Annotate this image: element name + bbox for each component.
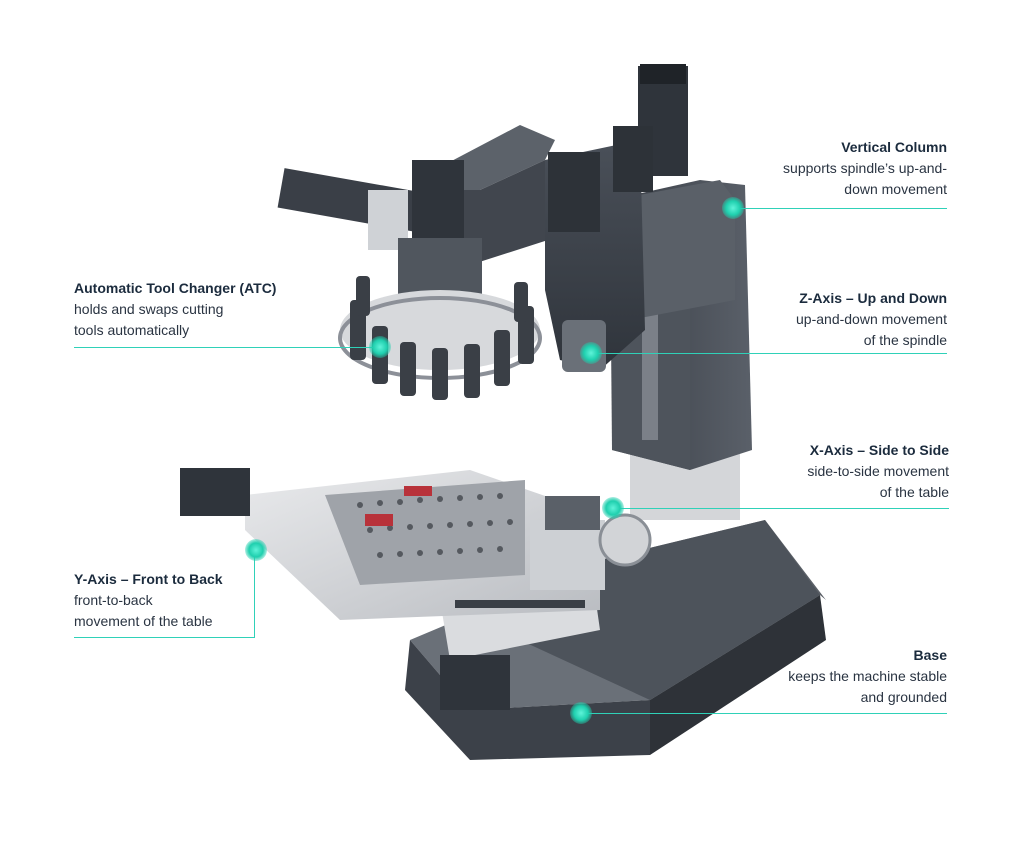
rotary-disc xyxy=(598,513,652,567)
base-side xyxy=(650,595,826,755)
callout-desc-line: tools automatically xyxy=(74,322,190,338)
leader-line xyxy=(74,347,380,348)
callout-desc-line: of the table xyxy=(879,484,949,500)
leader-line xyxy=(581,713,947,714)
callout-desc-line: up-and-down movement xyxy=(796,311,947,327)
spindle-motor-2 xyxy=(613,126,653,192)
atc-bracket xyxy=(398,238,482,298)
clamp-red-1 xyxy=(365,514,393,526)
y-motor xyxy=(440,655,510,710)
callout-desc-line: of the spindle xyxy=(863,332,947,348)
hotspot-dot[interactable] xyxy=(580,342,602,364)
callout-x-axis: X-Axis – Side to Side side-to-side movem… xyxy=(807,440,949,503)
hotspot-dot[interactable] xyxy=(570,702,592,724)
callout-y-axis: Y-Axis – Front to Back front-to-back mov… xyxy=(74,569,223,632)
callout-atc: Automatic Tool Changer (ATC) holds and s… xyxy=(74,278,276,341)
leader-line xyxy=(591,353,947,354)
callout-title: Y-Axis – Front to Back xyxy=(74,571,223,587)
callout-desc-line: side-to-side movement xyxy=(807,463,949,479)
callout-title: Vertical Column xyxy=(841,139,947,155)
hotspot-dot[interactable] xyxy=(602,497,624,519)
callout-desc-line: holds and swaps cutting xyxy=(74,301,224,317)
hotspot-dot[interactable] xyxy=(369,336,391,358)
z-motor-cap xyxy=(640,64,686,84)
rotary-motor xyxy=(545,496,600,530)
callout-z-axis: Z-Axis – Up and Down up-and-down movemen… xyxy=(796,288,947,351)
leader-line-vertical xyxy=(254,550,255,638)
callout-desc-line: front-to-back xyxy=(74,592,153,608)
leader-line xyxy=(74,637,254,638)
clamp-red-2 xyxy=(404,486,432,496)
z-screw xyxy=(642,300,658,440)
base-front xyxy=(405,640,650,760)
callout-desc-line: keeps the machine stable xyxy=(788,668,947,684)
table-top xyxy=(325,480,525,585)
callout-title: Base xyxy=(913,647,947,663)
callout-desc-line: movement of the table xyxy=(74,613,213,629)
x-motor xyxy=(180,468,250,516)
callout-desc-line: supports spindle’s up-and- xyxy=(783,160,947,176)
leader-line xyxy=(733,208,947,209)
callout-title: X-Axis – Side to Side xyxy=(809,442,949,458)
hotspot-dot[interactable] xyxy=(722,197,744,219)
spindle-motor xyxy=(548,152,600,232)
callout-desc-line: and grounded xyxy=(860,689,947,705)
hotspot-dot[interactable] xyxy=(245,539,267,561)
y-rail xyxy=(455,600,585,608)
callout-title: Z-Axis – Up and Down xyxy=(799,290,947,306)
leader-line xyxy=(613,508,949,509)
table-group xyxy=(180,468,652,710)
rotary-base xyxy=(530,520,605,590)
spindle-group xyxy=(545,126,653,372)
callout-vertical-column: Vertical Column supports spindle’s up-an… xyxy=(783,137,947,200)
callout-title: Automatic Tool Changer (ATC) xyxy=(74,280,277,296)
callout-desc-line: down movement xyxy=(844,181,947,197)
column-group xyxy=(610,64,752,520)
table-holes xyxy=(357,493,513,558)
callout-base: Base keeps the machine stable and ground… xyxy=(788,645,947,708)
